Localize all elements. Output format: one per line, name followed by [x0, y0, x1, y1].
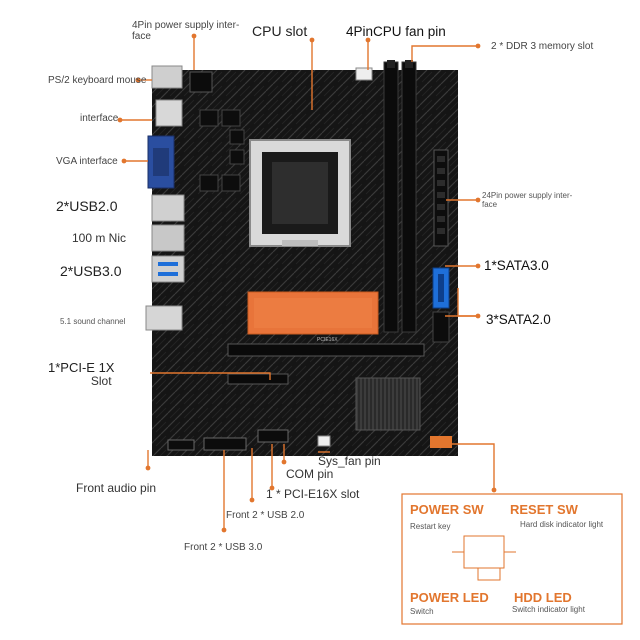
label-power-sw: POWER SW: [410, 502, 484, 517]
front-panel-box: [401, 493, 623, 625]
label-cpu-fan: 4PinCPU fan pin: [346, 24, 446, 39]
label-ddr3: 2 * DDR 3 memory slot: [491, 41, 594, 52]
pcie-silkscreen: PCIE16X: [317, 337, 338, 343]
label-ps2: PS/2 keyboard mouse: [48, 75, 147, 86]
audio-jack: [145, 305, 183, 331]
label-hdd-indicator: Hard disk indicator light: [520, 520, 604, 529]
label-pcie1x: 1*PCI-E 1X Slot: [48, 360, 115, 389]
cpu-4pin-power: [189, 71, 213, 93]
label-sys-fan: Sys_fan pin: [318, 454, 381, 468]
label-hdd-led: HDD LED: [514, 590, 572, 605]
usb3-port: [151, 255, 185, 283]
chipset-heatsink: [355, 377, 421, 431]
sata2-port: [432, 311, 450, 343]
usb2-port: [151, 194, 185, 222]
ps2-port: [151, 65, 183, 89]
label-usb2: 2*USB2.0: [56, 198, 118, 214]
label-power-led: POWER LED: [410, 590, 489, 605]
label-sata3: 1*SATA3.0: [484, 258, 549, 273]
lan-port: [151, 224, 185, 252]
label-front-usb3: Front 2 * USB 3.0: [184, 542, 263, 553]
label-pcie16x: 1 * PCI-E16X slot: [266, 487, 360, 501]
label-interface: interface: [80, 113, 119, 124]
label-24pin-power: 24Pin power supply inter- face: [482, 191, 573, 209]
label-switch-indicator: Switch indicator light: [512, 605, 585, 614]
label-sata2: 3*SATA2.0: [486, 312, 551, 327]
label-front-usb2: Front 2 * USB 2.0: [226, 510, 305, 521]
label-front-audio: Front audio pin: [76, 481, 157, 495]
label-com: COM pin: [286, 467, 334, 481]
label-usb3: 2*USB3.0: [60, 263, 122, 279]
label-reset-sw: RESET SW: [510, 502, 578, 517]
dimm-slot-1: [383, 61, 399, 333]
dimm-slot-2: [401, 61, 417, 333]
label-cpu-slot: CPU slot: [252, 23, 308, 39]
pcie-x16-slot: [227, 343, 425, 357]
label-sound: 5.1 sound channel: [60, 317, 126, 326]
sys-fan-header: [317, 435, 331, 447]
label-4pin-power: 4Pin power supply inter- face: [132, 20, 240, 42]
label-restart-key: Restart key: [410, 522, 451, 531]
label-nic: 100 m Nic: [72, 231, 127, 245]
label-vga: VGA interface: [56, 156, 118, 167]
label-switch: Switch: [410, 607, 434, 616]
cpu-fan-header: [355, 67, 373, 81]
front-panel-header: [430, 436, 452, 448]
pcie-x1-slot: [227, 373, 289, 385]
